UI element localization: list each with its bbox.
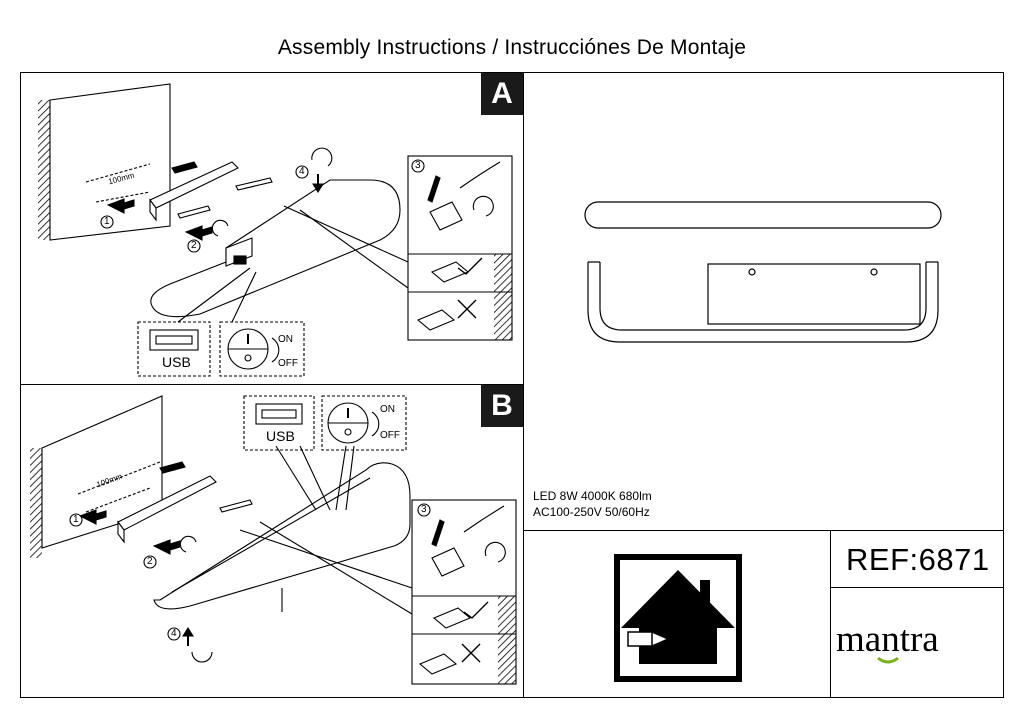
on-label-a: ON: [278, 334, 293, 345]
indoor-use-icon: [614, 554, 742, 682]
drill-arrow-icon: [106, 198, 135, 214]
spec-line-voltage: AC100-250V 50/60Hz: [533, 505, 650, 519]
panel-a-label: A: [481, 73, 523, 115]
off-label-a: OFF: [278, 358, 298, 369]
brand-logo: mantra: [836, 619, 939, 660]
cross-icon: [457, 299, 477, 319]
brand-accent-icon: [877, 656, 899, 664]
top-view: [584, 201, 942, 229]
product-views: [584, 201, 942, 343]
panel-b-label: B: [481, 385, 523, 427]
document-title: Assembly Instructions / Instrucciónes De…: [277, 36, 747, 59]
divider-a-b: [20, 384, 524, 386]
usb-label-b: USB: [266, 428, 295, 444]
check-icon: [457, 257, 483, 275]
step-3-b: 3: [421, 504, 427, 515]
divider-specs: [523, 530, 1004, 532]
step-1-b: 1: [73, 514, 79, 525]
off-label-b: OFF: [380, 430, 400, 441]
usb-label-a: USB: [162, 354, 191, 370]
step-4-b: 4: [171, 628, 177, 639]
reference-number: REF:6871: [846, 542, 990, 577]
spec-line-power: LED 8W 4000K 680lm: [533, 489, 652, 503]
step-2-b: 2: [147, 556, 153, 567]
step-3-a: 3: [415, 160, 421, 171]
step-1-a: 1: [104, 216, 110, 227]
panel-a-drawing: [38, 83, 513, 377]
step-2-a: 2: [191, 240, 197, 251]
spec-block: LED 8W 4000K 680lm AC100-250V 50/60Hz: [533, 488, 652, 520]
on-label-b: ON: [380, 404, 395, 415]
divider-ref: [830, 530, 832, 698]
divider-ref-logo: [830, 587, 1004, 589]
panel-b-drawing: [30, 395, 517, 685]
step-4-a: 4: [299, 166, 305, 177]
front-view-outer: [587, 262, 939, 343]
wall-hatch-icon: [38, 100, 50, 240]
